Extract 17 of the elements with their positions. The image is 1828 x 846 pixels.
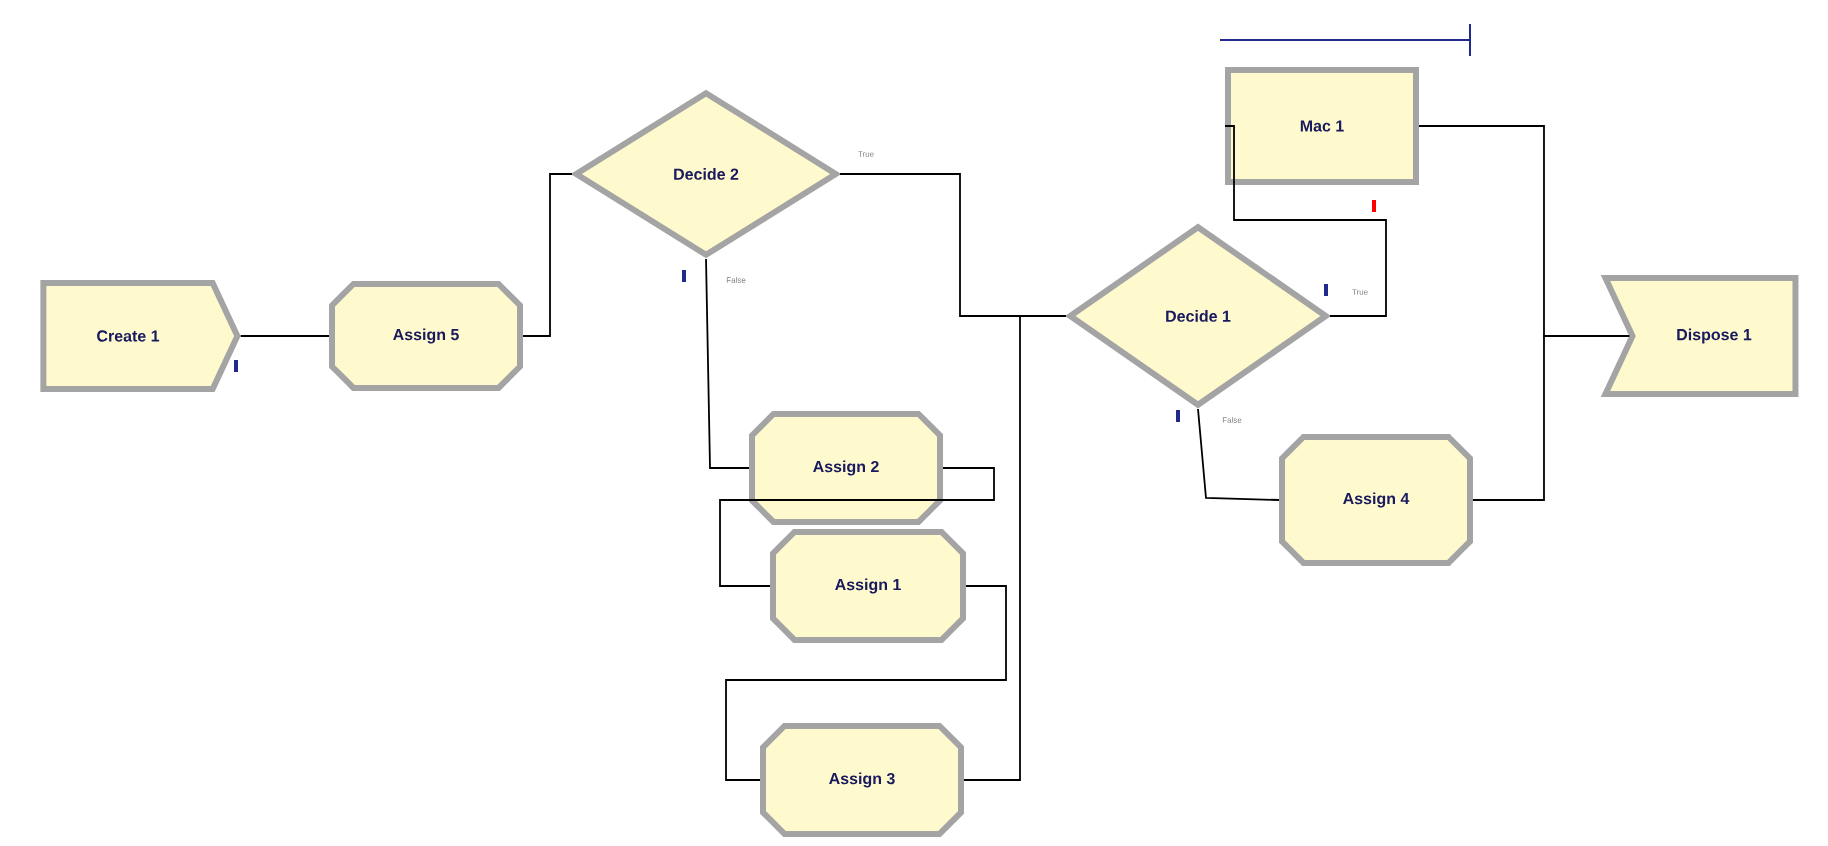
process-box: Mac 1: [1225, 67, 1419, 185]
create-module: Create 1: [40, 280, 241, 392]
assign-module: Assign 4: [1279, 434, 1473, 566]
connector: [719, 467, 995, 587]
connector: [1224, 125, 1387, 317]
dispose-module: Dispose 1: [1600, 275, 1799, 397]
assign-module: Assign 1: [770, 529, 966, 643]
assign-module: Assign 3: [760, 723, 964, 837]
connector: [1472, 335, 1631, 501]
connector: [1197, 408, 1280, 501]
connector: [963, 315, 1067, 781]
connector: [239, 335, 330, 337]
assign-module: Assign 2: [749, 411, 943, 525]
connector: [705, 258, 750, 469]
assign-module: Assign 5: [329, 281, 523, 391]
connector: [725, 585, 1007, 781]
connector: [522, 173, 573, 337]
